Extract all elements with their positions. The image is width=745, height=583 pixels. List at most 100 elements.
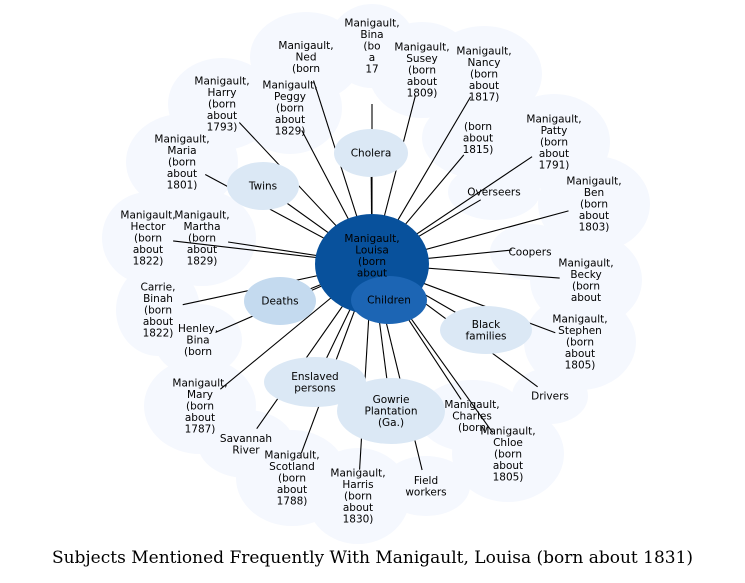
savannah-node[interactable] xyxy=(198,410,294,478)
maria-label-line: (born xyxy=(168,157,196,169)
stephen-label-line: Stephen xyxy=(558,325,602,337)
savannah-label-line: Savannah xyxy=(220,433,272,445)
hector-label-line: Manigault, xyxy=(120,210,175,222)
peggy-label-line: Manigault, xyxy=(262,80,317,92)
center-label-line: about xyxy=(357,268,387,280)
cooper-label-line: Coopers xyxy=(508,247,551,259)
martha-node[interactable] xyxy=(148,190,256,286)
ned-label-line: Ned xyxy=(296,52,317,64)
hector-label-line: Hector xyxy=(131,221,167,233)
ned-label-line: Manigault, xyxy=(278,40,333,52)
harris-label-line: (born xyxy=(344,491,372,503)
children-node[interactable] xyxy=(351,276,427,324)
gowrie-label-line: Gowrie xyxy=(373,394,410,406)
ben-label-line: 1803) xyxy=(579,222,610,234)
cooper-node[interactable] xyxy=(490,224,570,280)
scotland-label-line: (born xyxy=(278,473,306,485)
becky-label-line: Manigault, xyxy=(558,257,613,269)
chloe-label-line: 1805) xyxy=(493,472,524,484)
nancy-label-line: Nancy xyxy=(468,57,501,69)
becky-label-line: about xyxy=(571,292,601,304)
peggy-node[interactable] xyxy=(238,62,342,154)
twins-label-line: Twins xyxy=(248,181,277,193)
nancy-label-line: 1817) xyxy=(469,92,500,104)
p1815-label-line: 1815) xyxy=(463,144,494,156)
martha-label-line: Martha xyxy=(183,221,220,233)
peggy-label-line: about xyxy=(275,114,305,126)
susey-label-line: (born xyxy=(408,65,436,77)
binah-label-line: 1822) xyxy=(143,328,174,340)
maria-label-line: about xyxy=(167,168,197,180)
drivers-label-line: Drivers xyxy=(531,391,569,403)
patty-label-line: Manigault, xyxy=(526,114,581,126)
bina-label-line: Bina xyxy=(360,29,383,41)
ben-label-line: Manigault, xyxy=(566,176,621,188)
ned-label: Manigault,Ned(born xyxy=(278,40,333,75)
field-label-line: workers xyxy=(405,486,446,498)
overseers-label-line: Overseers xyxy=(467,187,520,199)
deaths-label: Deaths xyxy=(261,296,298,308)
enslaved-node[interactable] xyxy=(264,357,366,407)
mary-label-line: Manigault, xyxy=(172,378,227,390)
field-node[interactable] xyxy=(382,456,470,516)
harris-label-line: 1830) xyxy=(343,514,374,526)
susey-label-line: Susey xyxy=(406,53,437,65)
stephen-label-line: (born xyxy=(566,337,594,349)
maria-label-line: Manigault, xyxy=(154,134,209,146)
harry-label-line: 1793) xyxy=(207,122,238,134)
children-label-line: Children xyxy=(367,295,411,307)
ned-label-line: (born xyxy=(292,63,320,75)
scotland-label-line: Scotland xyxy=(269,461,315,473)
ben-label-line: (born xyxy=(580,199,608,211)
ben-node[interactable] xyxy=(538,156,650,252)
cholera-node[interactable] xyxy=(334,129,408,177)
peggy-label-line: Peggy xyxy=(274,91,306,103)
martha-label-line: 1829) xyxy=(187,256,218,268)
patty-label-line: about xyxy=(539,148,569,160)
maria-node[interactable] xyxy=(126,114,238,210)
martha-label-line: Manigault, xyxy=(174,210,229,222)
p1815-label-line: about xyxy=(463,133,493,145)
henley-label-line: Bina xyxy=(186,335,209,347)
twins-node[interactable] xyxy=(227,162,299,210)
martha-label-line: (born xyxy=(188,233,216,245)
henley-label-line: (born xyxy=(184,346,212,358)
harris-label-line: about xyxy=(343,502,373,514)
deaths-node[interactable] xyxy=(244,277,316,325)
binah-label-line: Binah xyxy=(143,293,173,305)
blackfam-label-line: Black xyxy=(472,319,501,331)
binah-label-line: (born xyxy=(144,305,172,317)
harry-label-line: (born xyxy=(208,99,236,111)
blackfam-label-line: families xyxy=(465,330,506,342)
stephen-node[interactable] xyxy=(524,294,636,390)
patty-label-line: Patty xyxy=(541,125,568,137)
henley-node[interactable] xyxy=(154,304,242,376)
charles-label-line: Manigault, xyxy=(444,399,499,411)
hector-label-line: (born xyxy=(134,233,162,245)
nancy-node[interactable] xyxy=(426,26,542,122)
cholera-label: Cholera xyxy=(351,148,392,160)
cholera-label-line: Cholera xyxy=(351,148,392,160)
harris-node[interactable] xyxy=(306,448,410,544)
charles-label: Manigault,Charles(born xyxy=(444,399,499,434)
bina-label-line: Manigault, xyxy=(344,18,399,30)
p1815-label-line: (born xyxy=(464,121,492,133)
savannah-label-line: River xyxy=(232,444,260,456)
chloe-node[interactable] xyxy=(452,406,564,502)
blackfam-node[interactable] xyxy=(440,306,532,354)
mary-label-line: (born xyxy=(186,401,214,413)
gowrie-label-line: (Ga.) xyxy=(378,417,404,429)
gowrie-node[interactable] xyxy=(337,378,445,444)
